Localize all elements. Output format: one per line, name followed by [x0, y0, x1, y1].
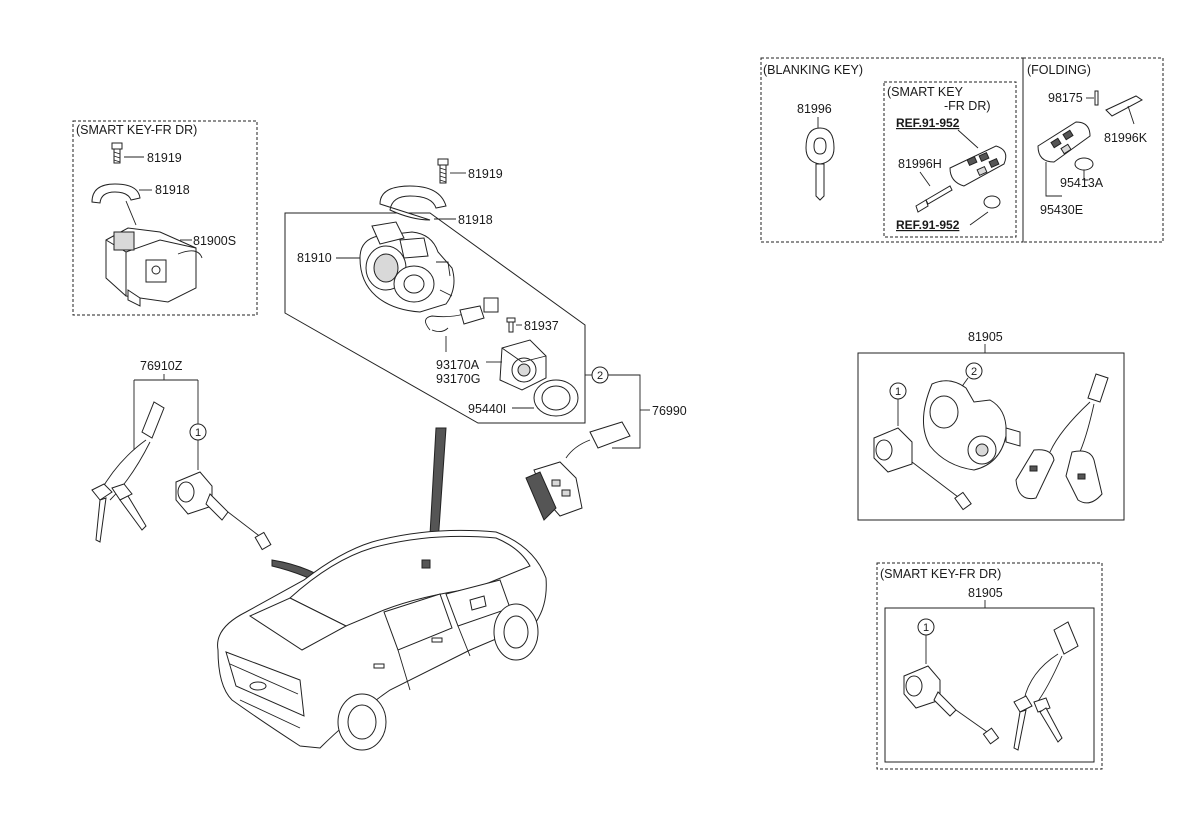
- frame-81905-bottom: [884, 607, 1095, 763]
- label-81996K: 81996K: [1104, 131, 1148, 145]
- lock-body-81900S: [105, 227, 203, 307]
- coin-battery: [983, 195, 1001, 209]
- blanking-key-81996: [805, 127, 835, 201]
- callout-2-circle-mid: [965, 362, 983, 380]
- ref-91-952-top[interactable]: REF.91-952: [896, 116, 960, 130]
- shield-cap-81918-center: [379, 185, 447, 221]
- frame-folding: [1022, 57, 1164, 243]
- label-81905-bottom: 81905: [968, 586, 1003, 600]
- label-81919-left: 81919: [147, 151, 182, 165]
- ignition-position-marker: [421, 559, 431, 569]
- group-key-variants: (BLANKING KEY) (FOLDING) 81996 (SMART KE…: [760, 57, 1164, 243]
- group-81905-mid: 81905 1 2: [857, 330, 1125, 521]
- side-window-rear: [383, 593, 453, 651]
- door-handle-rear: [373, 663, 385, 669]
- car-roof: [289, 535, 531, 627]
- label-76990: 76990: [652, 404, 687, 418]
- callout-1-number-left: 1: [195, 427, 201, 439]
- smart-keys-mid: [1015, 373, 1109, 504]
- assembly-outline: [284, 212, 586, 424]
- label-93170A: 93170A: [436, 358, 480, 372]
- group-frame-smart-key-left: [72, 120, 258, 316]
- label-93170G: 93170G: [436, 372, 480, 386]
- key-cylinder-module: [499, 339, 547, 391]
- frame-81905-mid: [857, 352, 1125, 521]
- emergency-key-81996H: [915, 185, 953, 213]
- key-tag: [589, 421, 631, 449]
- callout-2-number: 2: [597, 370, 603, 382]
- folding-blade: [1105, 95, 1143, 117]
- label-81905-mid: 81905: [968, 330, 1003, 344]
- label-95413A: 95413A: [1060, 176, 1104, 190]
- label-81919-center: 81919: [468, 167, 503, 181]
- ignition-lock-mid: [922, 380, 1021, 471]
- label-95440I: 95440I: [468, 402, 506, 416]
- label-81996: 81996: [797, 102, 832, 116]
- group-76990: 2 76990: [525, 366, 687, 521]
- screw-81937: [506, 317, 516, 333]
- rear-window: [248, 597, 348, 651]
- group-title-smart-key-top-2: -FR DR): [944, 99, 991, 113]
- callout-2-number-mid: 2: [971, 366, 977, 378]
- pin-98175: [1094, 90, 1099, 106]
- label-81910: 81910: [297, 251, 332, 265]
- frame-smart-key-top: [883, 81, 1017, 238]
- label-81918-left: 81918: [155, 183, 190, 197]
- frame-blanking-key: [760, 57, 1024, 243]
- group-title-blanking-key: (BLANKING KEY): [763, 63, 863, 77]
- callout-1-number-bottom: 1: [923, 622, 929, 634]
- group-title-smart-key-left: (SMART KEY-FR DR): [76, 123, 197, 137]
- emblem: [249, 681, 267, 691]
- group-81905-bottom: (SMART KEY-FR DR) 81905 1: [876, 562, 1103, 770]
- label-76910Z: 76910Z: [140, 359, 183, 373]
- switch-93170A: [425, 297, 499, 352]
- folding-key-fob: [1037, 121, 1091, 163]
- shield-cap-81918-left: [91, 183, 141, 204]
- frame-smart-key-bottom: [876, 562, 1103, 770]
- door-lock-cylinder-left: [175, 471, 272, 551]
- side-mirror: [469, 595, 487, 611]
- group-title-smart-key-bottom: (SMART KEY-FR DR): [880, 567, 1001, 581]
- key-tag-left: [141, 401, 165, 439]
- illumination-ring-95440I: [533, 379, 579, 417]
- group-title-smart-key-top: (SMART KEY: [887, 85, 964, 99]
- group-ignition-lock-assembly: 81919 81918 81910: [284, 158, 586, 424]
- group-76910Z: 76910Z 1: [91, 359, 272, 551]
- bolt-81919-left: [111, 142, 123, 164]
- label-81900S: 81900S: [193, 234, 236, 248]
- callout-1-number-mid: 1: [895, 386, 901, 398]
- car-illustration: [217, 427, 547, 751]
- door-lock-cylinder-bottom: [903, 665, 1000, 745]
- label-81996H: 81996H: [898, 157, 942, 171]
- smart-key-fob: [949, 145, 1007, 187]
- door-handle-front: [431, 637, 443, 643]
- keys-76910Z: [91, 483, 147, 543]
- bolt-81919-center: [437, 158, 449, 184]
- label-81937: 81937: [524, 319, 559, 333]
- ref-91-952-bottom[interactable]: REF.91-952: [896, 218, 960, 232]
- group-smart-key-fr-dr-left: (SMART KEY-FR DR) 81919 81918 81900S: [72, 120, 258, 316]
- label-81918-center: 81918: [458, 213, 493, 227]
- keys-bottom: [1013, 621, 1079, 751]
- lock-housing-81910: [359, 221, 455, 313]
- group-title-folding: (FOLDING): [1027, 63, 1091, 77]
- door-lock-cylinder-mid: [873, 427, 972, 511]
- label-95430E: 95430E: [1040, 203, 1083, 217]
- o-ring-95413A: [1074, 157, 1094, 171]
- label-98175: 98175: [1048, 91, 1083, 105]
- folding-key-76990: [525, 461, 583, 521]
